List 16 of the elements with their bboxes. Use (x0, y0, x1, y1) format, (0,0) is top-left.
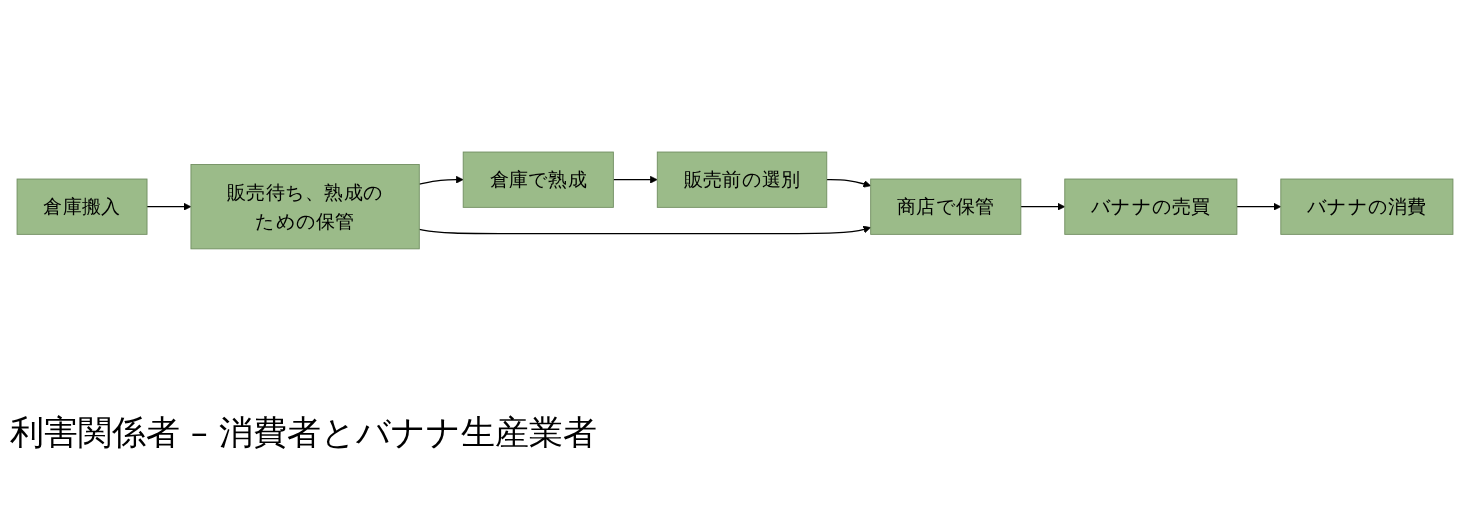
arrow (418, 175, 464, 185)
node-box (1280, 178, 1454, 235)
arrow (418, 225, 872, 234)
node-box (656, 151, 828, 208)
arrow (612, 175, 658, 184)
flowchart-diagram: 倉庫搬入 販売待ち、熟成のための保管 倉庫で熟成 販売前の選別 商店で保管 バナナの売買 バナナの消費 (10, 144, 1460, 256)
arrow (1020, 202, 1066, 211)
node-box (1064, 178, 1238, 235)
node-box (16, 178, 148, 235)
node-box (462, 151, 614, 208)
node-box (190, 163, 420, 249)
arrow (1236, 202, 1282, 211)
arrow (146, 202, 192, 211)
arrow (826, 178, 872, 188)
node-box (870, 178, 1022, 235)
note-text: 利害関係者 – 消費者とバナナ生産業者 (10, 411, 597, 454)
